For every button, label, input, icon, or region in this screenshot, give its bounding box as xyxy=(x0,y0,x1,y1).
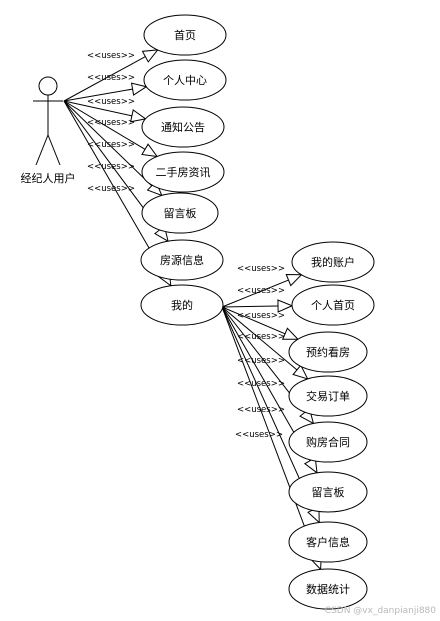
watermark: CSDN @vx_danpianji880 xyxy=(325,606,436,616)
use-case-message-board: 留言板 xyxy=(141,192,219,234)
use-case-label: 个人首页 xyxy=(311,298,355,312)
uses-label-my-account: <<uses>> xyxy=(237,264,285,274)
use-case-label: 我的账户 xyxy=(311,255,355,269)
use-case-home: 首页 xyxy=(143,14,227,56)
use-case-ellipse xyxy=(288,521,368,563)
uses-label-mine: <<uses>> xyxy=(87,184,135,194)
uses-label-home: <<uses>> xyxy=(87,51,135,61)
actor-left-leg xyxy=(35,134,49,166)
use-case-trade-order: 交易订单 xyxy=(288,375,368,417)
use-case-ellipse xyxy=(141,106,225,148)
open-arrowhead xyxy=(129,109,147,123)
open-arrowhead xyxy=(130,82,148,96)
use-case-book-viewing: 预约看房 xyxy=(288,331,368,373)
uses-line xyxy=(221,306,317,557)
use-case-ellipse xyxy=(288,421,368,463)
uses-connector-second-hand-news xyxy=(63,100,159,158)
use-case-personal-homepage: 个人首页 xyxy=(291,284,375,326)
use-cases: 首页个人中心通知公告二手房资讯留言板房源信息我的我的账户个人首页预约看房交易订单… xyxy=(140,14,375,610)
use-case-label: 二手房资讯 xyxy=(156,165,211,179)
uses-line xyxy=(63,100,153,187)
uses-label-house-info: <<uses>> xyxy=(87,162,135,172)
open-arrowhead xyxy=(141,143,159,158)
uses-line xyxy=(221,305,279,308)
uses-line xyxy=(221,306,286,335)
use-case-mine: 我的 xyxy=(140,284,224,326)
use-case-label: 预约看房 xyxy=(306,345,350,359)
use-case-my-account: 我的账户 xyxy=(291,241,375,283)
use-case-ellipse xyxy=(291,241,375,283)
open-arrowhead xyxy=(141,49,159,63)
uses-label-mine-message-board: <<uses>> xyxy=(237,379,285,389)
uses-label-second-hand-news: <<uses>> xyxy=(87,118,135,128)
use-case-house-info: 房源信息 xyxy=(140,239,224,281)
use-case-label: 交易订单 xyxy=(306,389,350,403)
uses-line xyxy=(63,56,146,102)
use-case-label: 房源信息 xyxy=(160,253,204,267)
uses-connector-notice xyxy=(63,100,147,123)
use-case-second-hand-news: 二手房资讯 xyxy=(141,151,225,193)
use-case-label: 数据统计 xyxy=(306,582,350,596)
uses-label-notice: <<uses>> xyxy=(87,97,135,107)
uses-label-book-viewing: <<uses>> xyxy=(237,311,285,321)
use-case-notice: 通知公告 xyxy=(141,106,225,148)
use-case-label: 个人中心 xyxy=(163,74,207,87)
use-case-ellipse xyxy=(143,14,227,56)
use-case-label: 首页 xyxy=(174,28,196,42)
use-case-label: 客户信息 xyxy=(306,535,350,549)
open-arrowhead xyxy=(277,299,294,313)
use-case-ellipse xyxy=(291,284,375,326)
use-case-mine-message-board: 留言板 xyxy=(288,471,368,513)
use-case-label: 购房合同 xyxy=(306,435,350,449)
uses-line xyxy=(63,100,146,150)
use-case-ellipse xyxy=(288,471,368,513)
use-case-purchase-contract: 购房合同 xyxy=(288,421,368,463)
use-case-customer-info: 客户信息 xyxy=(288,521,368,563)
open-arrowhead xyxy=(292,364,309,380)
actor-right-leg xyxy=(47,134,61,166)
open-arrowhead xyxy=(285,273,303,287)
uses-label-personal-center: <<uses>> xyxy=(87,73,135,83)
use-case-ellipse xyxy=(140,284,224,326)
use-case-personal-center: 个人中心 xyxy=(143,59,227,101)
uses-line xyxy=(221,279,289,308)
uses-line xyxy=(221,306,298,371)
uses-connector-personal-homepage xyxy=(221,299,294,313)
use-case-data-statistics: 数据统计 xyxy=(288,568,368,610)
use-case-label: 通知公告 xyxy=(161,120,205,134)
actor-figure xyxy=(33,76,63,166)
uses-connector-my-account xyxy=(221,273,303,308)
uses-connector-book-viewing xyxy=(221,306,300,340)
uses-line xyxy=(63,100,165,274)
uses-label-data-statistics: <<uses>> xyxy=(235,430,283,440)
use-case-ellipse xyxy=(141,192,219,234)
use-case-label: 留言板 xyxy=(312,485,345,499)
use-case-ellipse xyxy=(140,239,224,281)
connectors: <<uses>> <<uses>> <<uses>> <<uses>> <<uses>>… xyxy=(63,49,322,571)
uses-label-personal-homepage: <<uses>> xyxy=(237,286,285,296)
uses-label-trade-order: <<uses>> xyxy=(237,332,285,342)
actor-label: 经纪人用户 xyxy=(21,171,76,185)
uses-connector-personal-center xyxy=(63,82,148,102)
uses-line xyxy=(63,88,133,102)
use-case-ellipse xyxy=(288,568,368,610)
open-arrowhead xyxy=(303,456,318,474)
uses-label-purchase-contract: <<uses>> xyxy=(237,356,285,366)
uses-line xyxy=(63,100,133,117)
uses-connector-home xyxy=(63,49,159,102)
use-case-ellipse xyxy=(288,331,368,373)
uses-label-message-board: <<uses>> xyxy=(87,140,135,150)
open-arrowhead xyxy=(281,327,300,340)
use-case-label: 留言板 xyxy=(164,206,197,220)
use-case-ellipse xyxy=(143,59,227,101)
uses-connector-trade-order xyxy=(221,306,309,380)
use-case-ellipse xyxy=(141,151,225,193)
use-case-label: 我的 xyxy=(171,298,193,312)
use-case-ellipse xyxy=(288,375,368,417)
actor-head xyxy=(38,76,58,96)
uses-line xyxy=(221,306,314,510)
